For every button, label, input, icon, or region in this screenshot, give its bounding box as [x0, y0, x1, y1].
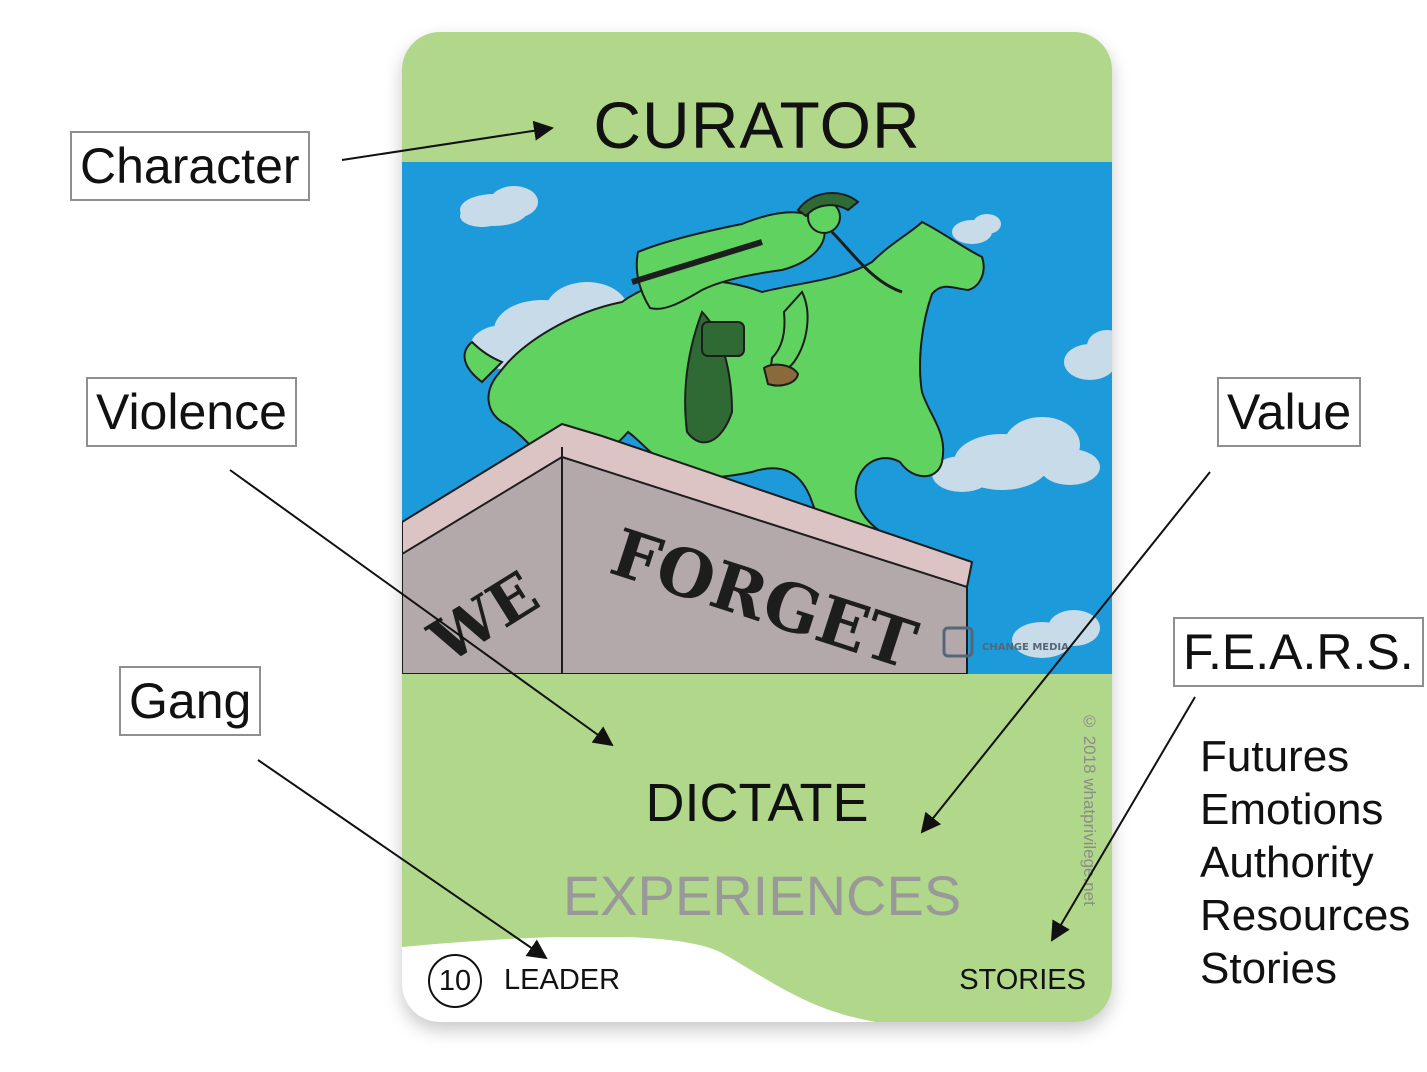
callout-value: Value — [1217, 377, 1362, 447]
callout-violence: Violence — [86, 377, 297, 447]
card-copyright: © 2018 whatprivilege.net — [1080, 712, 1099, 906]
fears-item-emotions: Emotions — [1200, 785, 1384, 834]
card-value: EXPERIENCES — [562, 864, 962, 927]
card-fears: STORIES — [959, 964, 1086, 996]
fears-item-authority: Authority — [1200, 838, 1374, 887]
card-number-badge: 10 — [428, 954, 482, 1008]
card-title: CURATOR — [593, 88, 921, 162]
fears-item-resources: Resources — [1200, 891, 1411, 940]
fears-item-stories: Stories — [1200, 944, 1337, 993]
logo-text: CHANGE MEDIA — [982, 642, 1069, 653]
statue-illustration: WE FORGET CHANGE MEDIA — [402, 162, 1112, 674]
callout-character: Character — [70, 131, 310, 201]
fears-item-futures: Futures — [1200, 732, 1350, 781]
callout-fears: F.E.A.R.S. — [1173, 617, 1424, 687]
curator-card: CURATOR WE FOR — [402, 32, 1112, 1022]
callout-gang: Gang — [119, 666, 262, 736]
horse-statue — [463, 191, 985, 564]
fears-list: Futures Emotions Authority Resources Sto… — [1200, 730, 1410, 995]
card-violence-verb: DICTATE — [645, 773, 869, 833]
card-gang: LEADER — [504, 964, 621, 996]
